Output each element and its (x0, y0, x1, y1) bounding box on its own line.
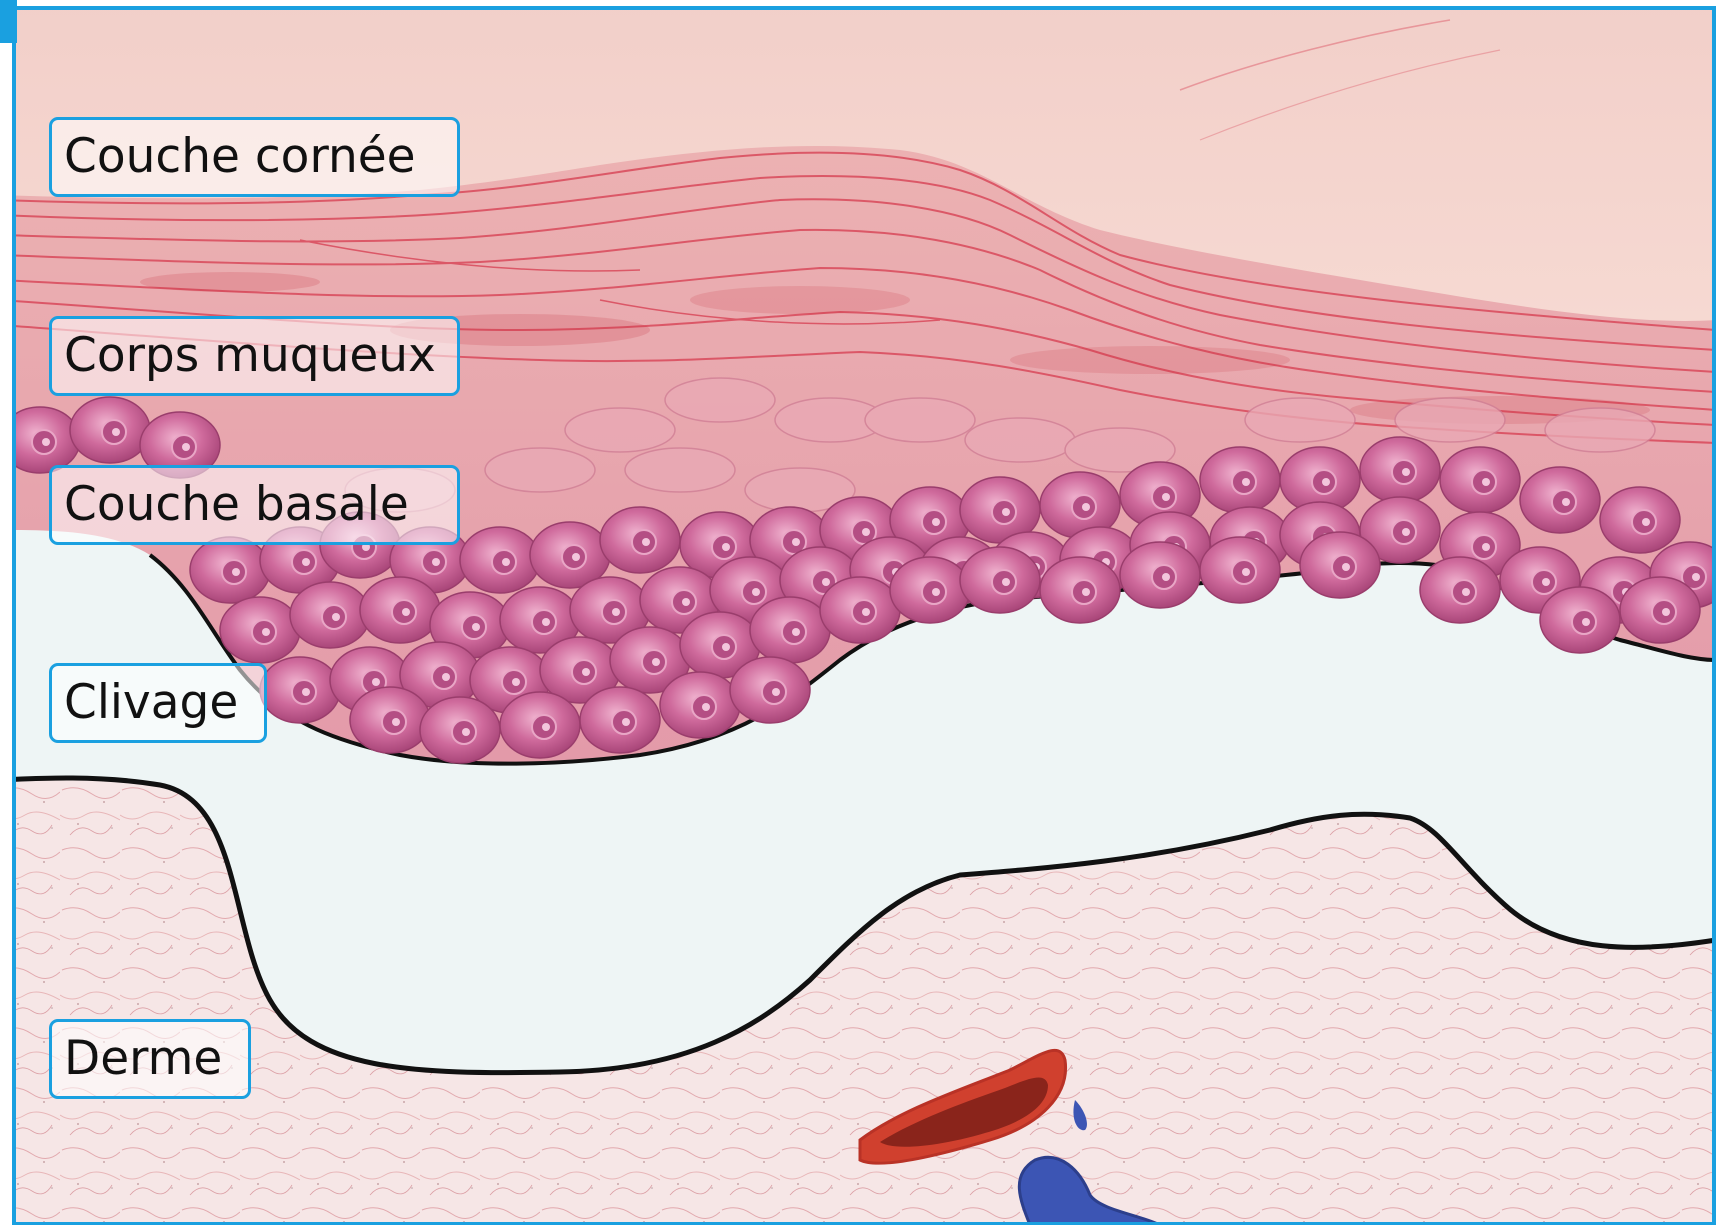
basal-cell-nucleolus (932, 588, 940, 596)
basal-cell-nucleolus (432, 558, 440, 566)
label-text: Couche cornée (64, 129, 416, 184)
basal-cell-nucleolus (702, 703, 710, 711)
label-clivage: Clivage (49, 663, 267, 743)
basal-cell-nucleolus (1322, 478, 1330, 486)
basal-cell-nucleolus (1482, 543, 1490, 551)
basal-cell-nucleolus (1692, 573, 1700, 581)
label-derme: Derme (49, 1019, 251, 1099)
basal-cell-nucleolus (642, 538, 650, 546)
basal-cell-nucleolus (1402, 468, 1410, 476)
basal-cell-nucleolus (1342, 563, 1350, 571)
basal-cell-nucleolus (502, 558, 510, 566)
basal-cell-nucleolus (392, 718, 400, 726)
basal-cell-nucleolus (862, 608, 870, 616)
basal-cell-nucleolus (182, 443, 190, 451)
label-text: Derme (64, 1031, 222, 1086)
basal-cell-nucleolus (332, 613, 340, 621)
basal-cell-nucleolus (822, 578, 830, 586)
label-text: Clivage (64, 675, 238, 730)
label-text: Couche basale (64, 477, 409, 532)
basal-cell-nucleolus (862, 528, 870, 536)
basal-cell-nucleolus (1482, 478, 1490, 486)
basal-cell-nucleolus (402, 608, 410, 616)
basal-cell-nucleolus (682, 598, 690, 606)
label-corps-muqueux: Corps muqueux (49, 316, 460, 396)
basal-cell-nucleolus (1642, 518, 1650, 526)
basal-cell-nucleolus (372, 678, 380, 686)
basal-cell-nucleolus (612, 608, 620, 616)
basal-cell-nucleolus (1242, 568, 1250, 576)
basal-cell-nucleolus (772, 688, 780, 696)
basal-cell-nucleolus (722, 543, 730, 551)
basal-cell-nucleolus (302, 688, 310, 696)
basal-cell-nucleolus (112, 428, 120, 436)
basal-cell-nucleolus (572, 553, 580, 561)
basal-cell-nucleolus (1242, 478, 1250, 486)
basal-cell-nucleolus (472, 623, 480, 631)
basal-cell-nucleolus (582, 668, 590, 676)
basal-cell-nucleolus (542, 723, 550, 731)
label-couche-basale: Couche basale (49, 465, 460, 545)
basal-cell-nucleolus (792, 538, 800, 546)
basal-cell-nucleolus (512, 678, 520, 686)
basal-cell-nucleolus (932, 518, 940, 526)
label-couche-cornee: Couche cornée (49, 117, 460, 197)
basal-cell-nucleolus (622, 718, 630, 726)
basal-cell-nucleolus (652, 658, 660, 666)
basal-cell-nucleolus (462, 728, 470, 736)
basal-cell-nucleolus (792, 628, 800, 636)
basal-cell-nucleolus (1082, 588, 1090, 596)
corner-tab (0, 0, 17, 43)
basal-cell-nucleolus (1162, 493, 1170, 501)
basal-cell-nucleolus (1582, 618, 1590, 626)
basal-cell-nucleolus (302, 558, 310, 566)
basal-cell-nucleolus (722, 643, 730, 651)
basal-cell-nucleolus (42, 438, 50, 446)
label-text: Corps muqueux (64, 328, 436, 383)
basal-cell-nucleolus (1002, 508, 1010, 516)
basal-cell-nucleolus (262, 628, 270, 636)
basal-cell-nucleolus (1402, 528, 1410, 536)
basal-cell-nucleolus (442, 673, 450, 681)
basal-cell-nucleolus (542, 618, 550, 626)
basal-cell-nucleolus (752, 588, 760, 596)
basal-cell-nucleolus (1542, 578, 1550, 586)
basal-cell-nucleolus (232, 568, 240, 576)
basal-cell-nucleolus (1082, 503, 1090, 511)
basal-cell-nucleolus (1462, 588, 1470, 596)
basal-cell-nucleolus (1562, 498, 1570, 506)
basal-cell-nucleolus (1162, 573, 1170, 581)
basal-cell-nucleolus (1662, 608, 1670, 616)
basal-cell-nucleolus (1002, 578, 1010, 586)
